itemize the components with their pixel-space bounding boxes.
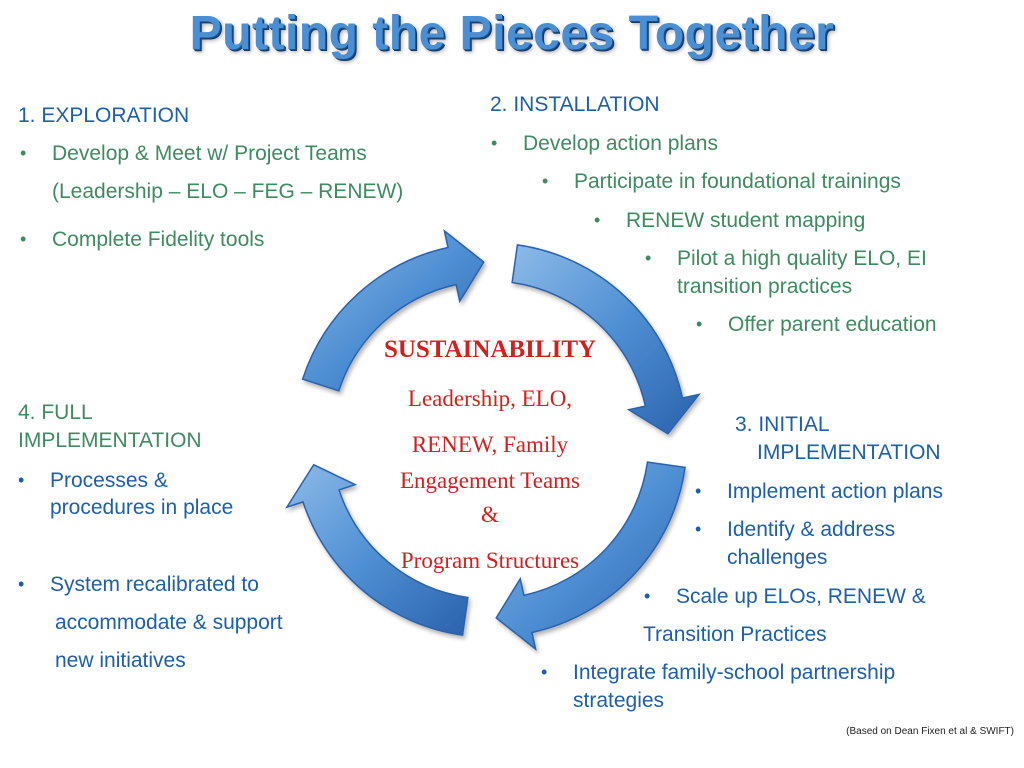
installation-item-4: Pilot a high quality ELO, EI	[645, 245, 927, 272]
initial-item-4-cont: strategies	[573, 689, 665, 712]
exploration-heading: 1. EXPLORATION	[18, 104, 190, 127]
arrow-initial-to-full	[495, 461, 686, 651]
exploration-item-2: Complete Fidelity tools	[20, 226, 264, 253]
full-item-2: System recalibrated to	[18, 571, 259, 598]
exploration-item-1-cont: (Leadership – ELO – FEG – RENEW)	[52, 180, 404, 203]
center-line-1: Leadership, ELO,	[407, 386, 573, 411]
installation-item-2: Participate in foundational trainings	[542, 168, 901, 195]
page-title: Putting the Pieces Together	[189, 7, 835, 60]
installation-heading: 2. INSTALLATION	[490, 93, 660, 116]
center-line-3: Engagement Teams	[400, 468, 580, 493]
initial-item-2: Identify & address	[695, 516, 895, 543]
arrow-full-to-exploration	[285, 463, 469, 636]
source-footnote: (Based on Dean Fixen et al & SWIFT)	[846, 726, 1014, 737]
full-item-1-cont: procedures in place	[50, 496, 234, 519]
initial-heading-line2: IMPLEMENTATION	[757, 441, 941, 464]
full-item-1: Processes &	[18, 467, 168, 494]
initial-item-2-cont: challenges	[727, 546, 828, 569]
initial-item-1: Implement action plans	[695, 478, 943, 505]
installation-item-1: Develop action plans	[491, 130, 718, 157]
arrow-installation-to-initial	[511, 244, 701, 435]
center-line-4: &	[481, 502, 499, 527]
initial-heading-line1: 3. INITIAL	[735, 413, 830, 436]
exploration-item-1: Develop & Meet w/ Project Teams	[20, 140, 367, 167]
installation-item-5: Offer parent education	[696, 311, 937, 338]
full-item-2-cont-1: accommodate & support	[55, 611, 283, 634]
initial-item-3-cont: Transition Practices	[643, 623, 827, 646]
center-line-5: Program Structures	[400, 548, 580, 573]
arrow-exploration-to-installation	[301, 229, 485, 392]
full-heading-line2: IMPLEMENTATION	[18, 429, 202, 452]
full-heading-line1: 4. FULL	[18, 401, 93, 424]
sustainability-title: SUSTAINABILITY	[383, 336, 597, 363]
installation-item-3: RENEW student mapping	[594, 207, 865, 234]
initial-item-3: Scale up ELOs, RENEW &	[644, 583, 926, 610]
installation-item-4-cont: transition practices	[677, 275, 853, 298]
initial-item-4: Integrate family-school partnership	[541, 659, 895, 686]
center-line-2: RENEW, Family	[411, 432, 569, 457]
full-item-2-cont-2: new initiatives	[55, 649, 186, 672]
